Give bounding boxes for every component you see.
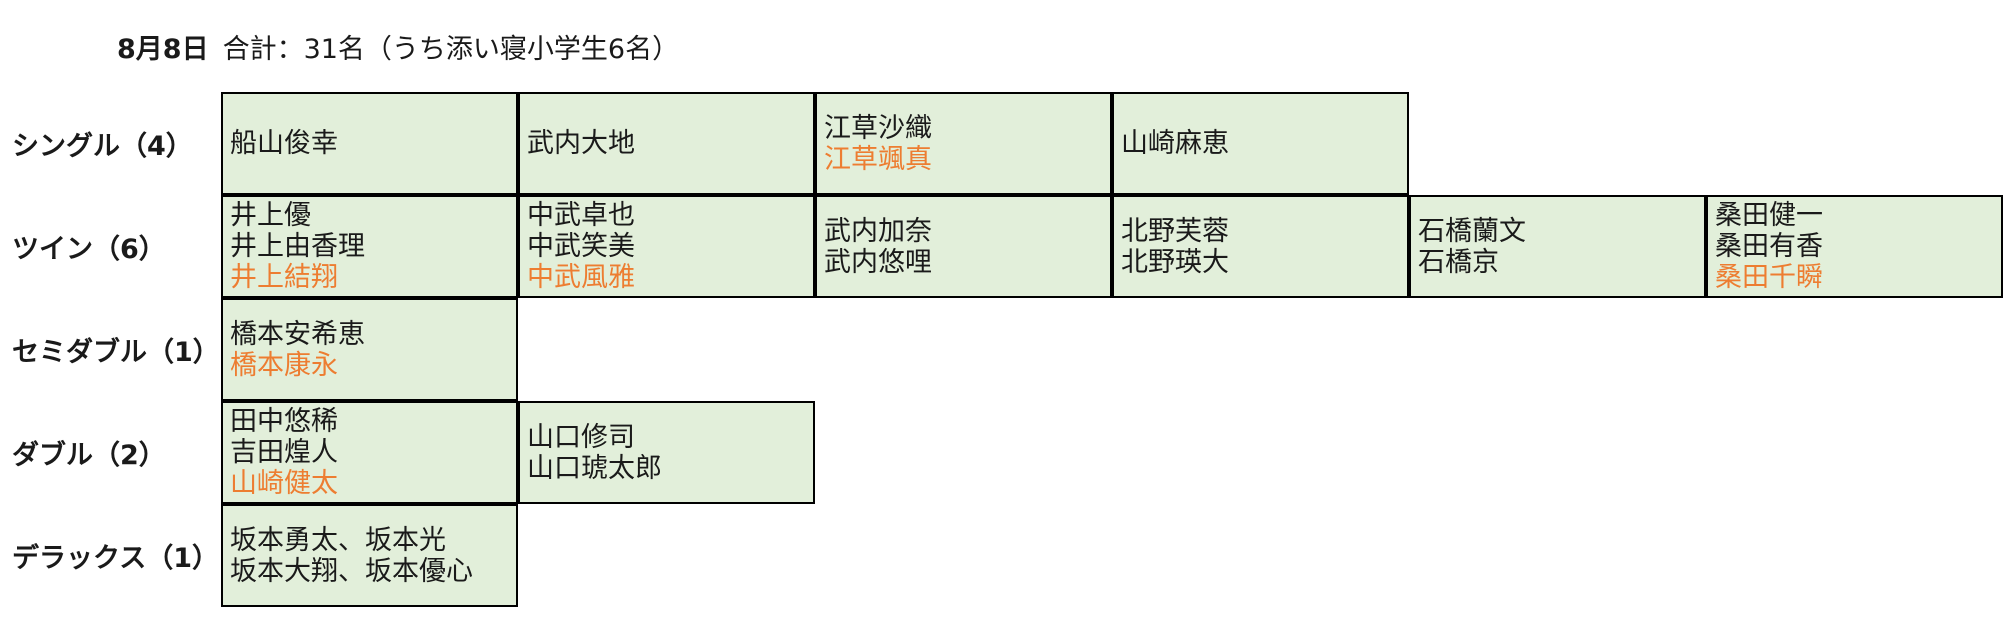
- guest-name: 坂本大翔、坂本優心: [230, 555, 473, 587]
- guest-name: 橋本安希恵: [230, 318, 365, 350]
- guest-name: 武内悠哩: [824, 246, 932, 278]
- row-label: セミダブル（1）: [12, 337, 220, 368]
- guest-name: 桑田有香: [1715, 231, 1823, 262]
- guest-name: 井上優: [230, 200, 311, 231]
- room-cell: 山口修司山口琥太郎: [518, 401, 815, 504]
- guest-name: 吉田煌人: [230, 437, 338, 468]
- guest-name: 武内加奈: [824, 215, 932, 247]
- header-date: 8月8日: [117, 34, 209, 65]
- guest-name: 桑田健一: [1715, 200, 1823, 231]
- guest-name: 山口修司: [527, 421, 635, 453]
- child-guest-name: 江草颯真: [824, 143, 932, 175]
- row-label: シングル（4）: [12, 131, 193, 162]
- row-label: ツイン（6）: [12, 234, 166, 265]
- guest-name: 田中悠稀: [230, 406, 338, 437]
- guest-name: 中武卓也: [527, 200, 635, 231]
- header-summary: 合計：31名（うち添い寝小学生6名）: [222, 34, 680, 65]
- room-cell: 井上優井上由香理井上結翔: [221, 195, 518, 298]
- child-guest-name: 桑田千瞬: [1715, 262, 1823, 293]
- guest-name: 石橋蘭文: [1418, 215, 1526, 247]
- room-cell: 桑田健一桑田有香桑田千瞬: [1706, 195, 2003, 298]
- guest-name: 中武笑美: [527, 231, 635, 262]
- room-cell: 坂本勇太、坂本光坂本大翔、坂本優心: [221, 504, 518, 607]
- room-cell: 北野芙蓉北野瑛大: [1112, 195, 1409, 298]
- room-cell: 武内大地: [518, 92, 815, 195]
- room-cell: 橋本安希恵橋本康永: [221, 298, 518, 401]
- guest-name: 北野芙蓉: [1121, 215, 1229, 247]
- child-guest-name: 橋本康永: [230, 349, 338, 381]
- guest-name: 山口琥太郎: [527, 452, 662, 484]
- room-cell: 山崎麻恵: [1112, 92, 1409, 195]
- guest-name: 石橋京: [1418, 246, 1499, 278]
- child-guest-name: 中武風雅: [527, 262, 635, 293]
- child-guest-name: 山崎健太: [230, 468, 338, 499]
- guest-name: 武内大地: [527, 128, 635, 159]
- row-label: デラックス（1）: [12, 543, 219, 574]
- page-header: 8月8日合計：31名（うち添い寝小学生6名）: [117, 30, 679, 70]
- room-cell: 田中悠稀吉田煌人山崎健太: [221, 401, 518, 504]
- room-cell: 江草沙織江草颯真: [815, 92, 1112, 195]
- room-cell: 中武卓也中武笑美中武風雅: [518, 195, 815, 298]
- guest-name: 井上由香理: [230, 231, 365, 262]
- guest-name: 江草沙織: [824, 112, 932, 144]
- room-cell: 船山俊幸: [221, 92, 518, 195]
- guest-name: 船山俊幸: [230, 128, 338, 159]
- room-cell: 石橋蘭文石橋京: [1409, 195, 1706, 298]
- guest-name: 山崎麻恵: [1121, 128, 1229, 159]
- room-cell: 武内加奈武内悠哩: [815, 195, 1112, 298]
- row-label: ダブル（2）: [12, 440, 166, 471]
- child-guest-name: 井上結翔: [230, 262, 338, 293]
- guest-name: 坂本勇太、坂本光: [230, 524, 446, 556]
- guest-name: 北野瑛大: [1121, 246, 1229, 278]
